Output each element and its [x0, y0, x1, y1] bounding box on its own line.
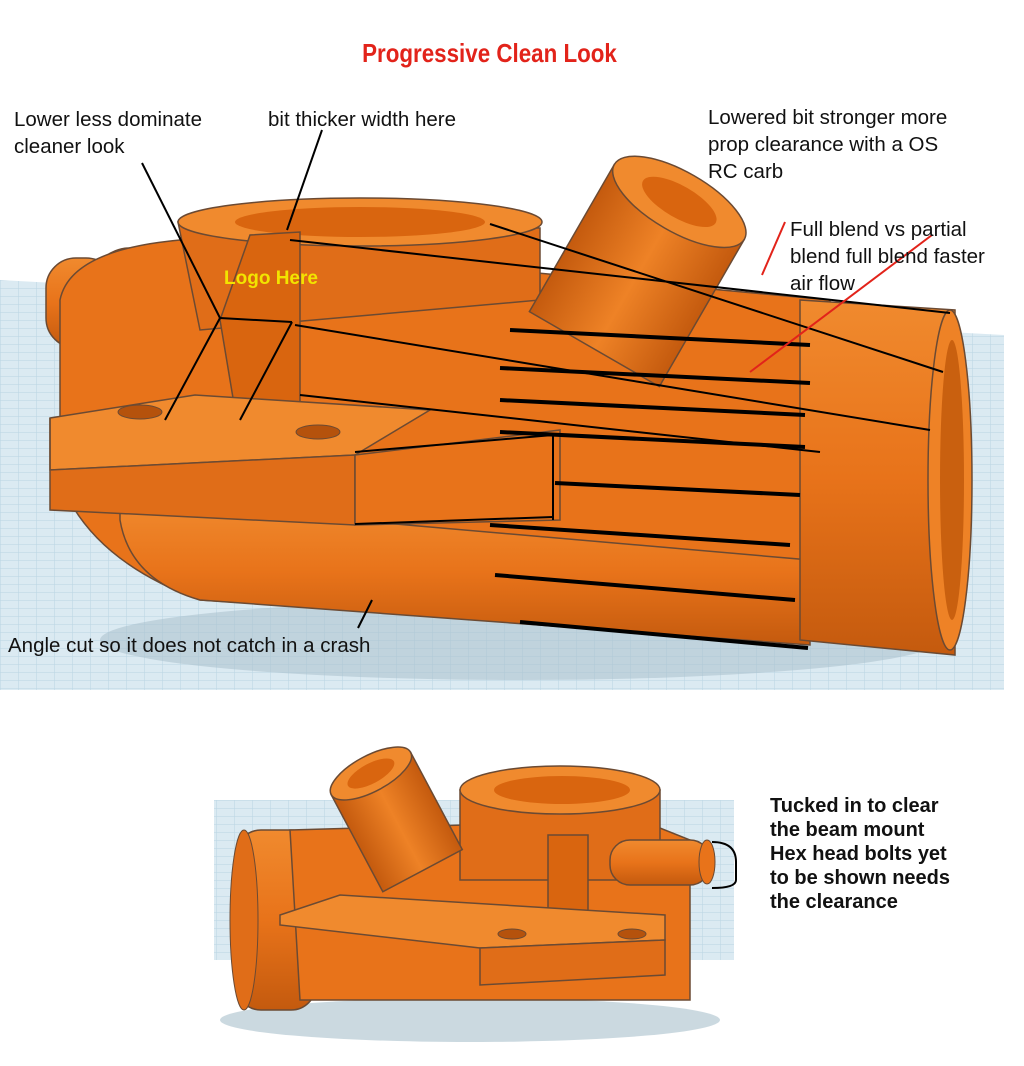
callout-lower-less-dominate: Lower less dominate cleaner look [14, 108, 203, 158]
top-render [0, 66, 1004, 690]
bottom-render [214, 733, 737, 1046]
callout-tucked-in: Tucked in to clear the beam mount Hex he… [770, 795, 951, 913]
callout-full-blend: Full blend vs partial blend full blend f… [790, 218, 985, 295]
callout-lowered-bit-stronger: Lowered bit stronger more prop clearance… [708, 106, 948, 183]
callout-bit-thicker: bit thicker width here [268, 108, 457, 131]
page-title: Progressive Clean Look [359, 36, 620, 70]
logo-placeholder: Logo Here [224, 268, 318, 289]
callout-angle-cut: Angle cut so it does not catch in a cras… [8, 634, 371, 657]
